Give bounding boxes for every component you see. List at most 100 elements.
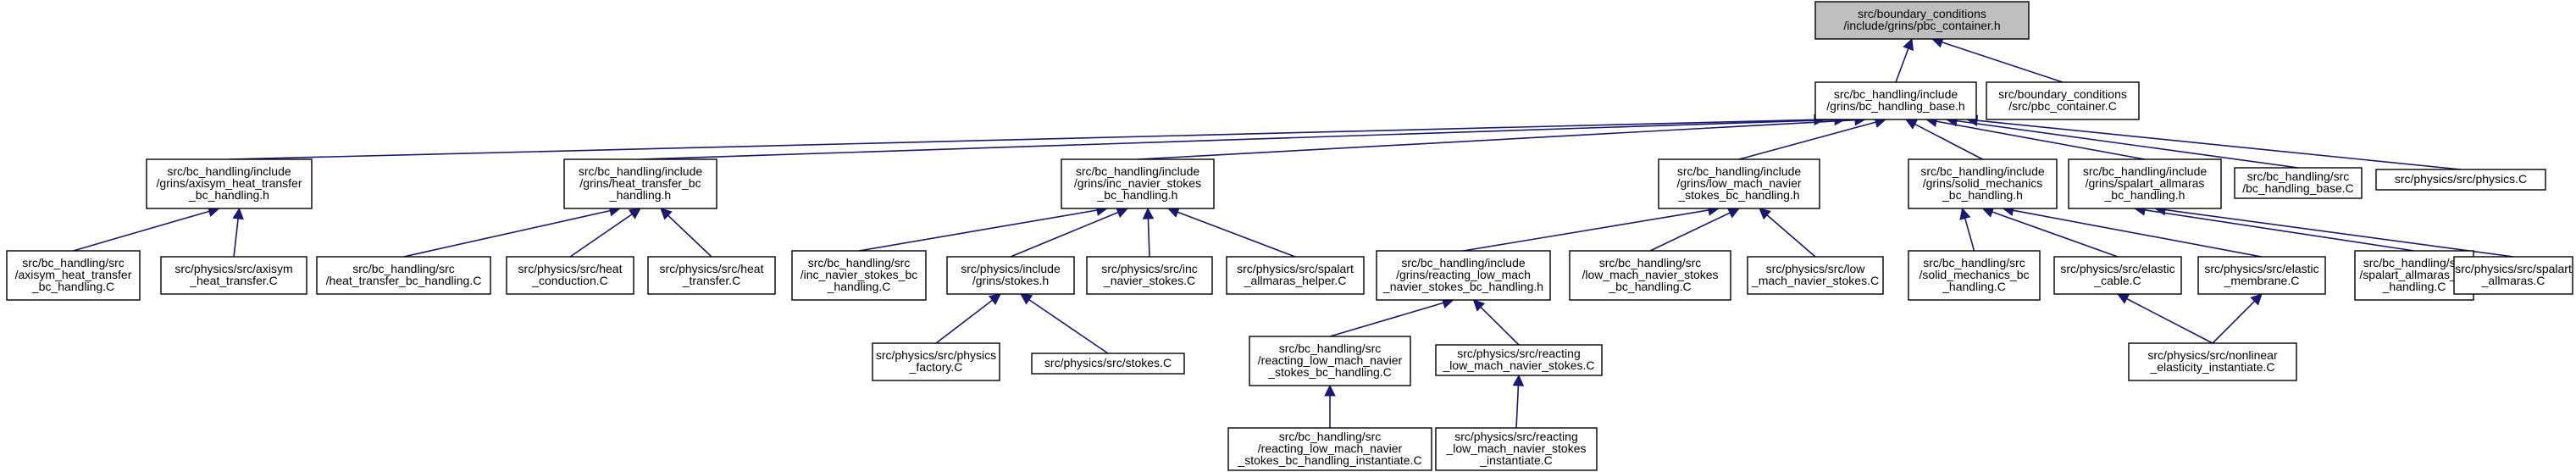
node-label-line: src/bc_handling/include xyxy=(1401,256,1526,269)
node-box[interactable] xyxy=(2068,158,2222,209)
node-axisym-heat-transfer-C[interactable]: src/physics/src/axisym_heat_transfer.C xyxy=(160,256,307,295)
edge-line xyxy=(668,214,712,258)
node-heat-transfer-C[interactable]: src/physics/src/heat_transfer.C xyxy=(647,256,776,295)
node-box[interactable] xyxy=(1435,427,1598,471)
node-elastic-membrane-C[interactable]: src/physics/src/elastic_membrane.C xyxy=(2197,256,2326,295)
node-box[interactable] xyxy=(2053,256,2182,295)
edge-nonlinear_elasticity_instantiate_C-to-elastic_membrane_C xyxy=(2212,293,2263,344)
edge-solid_mechanics_bc_handling_C-to-solid_mechanics_bc_handling_h xyxy=(1959,207,1975,252)
node-box[interactable] xyxy=(1086,256,1213,295)
node-box[interactable] xyxy=(1227,427,1432,471)
node-bc-handling-base-h[interactable]: src/bc_handling/include/grins/bc_handlin… xyxy=(1814,81,1977,120)
node-box[interactable] xyxy=(791,250,927,301)
edge-pbc_container_C-to-pbc_container_h xyxy=(1931,36,2064,83)
edge-line xyxy=(1329,302,1444,337)
node-solid-mechanics-bc-handling-h[interactable]: src/bc_handling/include/grins/solid_mech… xyxy=(1908,158,2058,209)
node-inc-navier-stokes-C[interactable]: src/physics/src/inc_navier_stokes.C xyxy=(1086,256,1213,295)
node-box[interactable] xyxy=(160,256,307,295)
node-box[interactable] xyxy=(506,256,634,295)
node-box[interactable] xyxy=(1986,81,2140,120)
node-solid-mechanics-bc-handling-C[interactable]: src/bc_handling/src/solid_mechanics_bc_h… xyxy=(1908,250,2041,301)
node-physics-C[interactable]: src/physics/src/physics.C xyxy=(2375,169,2546,191)
node-heat-conduction-C[interactable]: src/physics/src/heat_conduction.C xyxy=(506,256,634,295)
edge-line xyxy=(2164,208,2514,258)
node-box[interactable] xyxy=(946,256,1075,295)
node-box[interactable] xyxy=(1061,158,1215,209)
node-label-line: src/physics/src/reacting xyxy=(1457,347,1580,360)
node-label-line: /reacting_low_mach_navier xyxy=(1258,441,1403,455)
node-box[interactable] xyxy=(1908,158,2058,209)
node-label-line: /grins/heat_transfer_bc xyxy=(579,176,701,190)
node-label-line: _instantiate.C xyxy=(1479,453,1553,467)
node-reacting-low-mach-navier-stokes-bc-handling-C[interactable]: src/bc_handling/src/reacting_low_mach_na… xyxy=(1249,336,1411,386)
node-label-line: src/physics/src/physics.C xyxy=(2395,172,2527,186)
node-box[interactable] xyxy=(1908,250,2041,301)
node-inc-navier-stokes-bc-handling-h[interactable]: src/bc_handling/include/grins/inc_navier… xyxy=(1061,158,1215,209)
node-inc-navier-stokes-bc-handling-C[interactable]: src/bc_handling/src/inc_navier_stokes_bc… xyxy=(791,250,927,301)
edge-low_mach_navier_stokes_bc_handling_h-to-bc_handling_base_h xyxy=(1738,116,1887,160)
node-label-line: _allmaras.C xyxy=(2481,274,2546,287)
node-heat-transfer-bc-handling-C[interactable]: src/bc_handling/src/heat_transfer_bc_han… xyxy=(316,256,491,295)
node-elastic-cable-C[interactable]: src/physics/src/elastic_cable.C xyxy=(2053,256,2182,295)
node-reacting-low-mach-navier-stokes-bc-handling-h[interactable]: src/bc_handling/include/grins/reacting_l… xyxy=(1376,250,1551,301)
node-box[interactable] xyxy=(1569,250,1731,301)
node-box[interactable] xyxy=(2197,256,2326,295)
node-label-line: src/physics/src/elastic xyxy=(2060,262,2174,275)
node-box[interactable] xyxy=(2453,256,2573,295)
node-label-line: src/physics/src/inc xyxy=(1101,262,1198,275)
node-stokes-h[interactable]: src/physics/include/grins/stokes.h xyxy=(946,256,1075,295)
node-nonlinear-elasticity-instantiate-C[interactable]: src/physics/src/nonlinear_elasticity_ins… xyxy=(2128,342,2297,381)
node-box[interactable] xyxy=(6,250,141,301)
node-label-line: src/physics/src/elastic xyxy=(2204,262,2318,275)
node-axisym-heat-transfer-bc-handling-C[interactable]: src/bc_handling/src/axisym_heat_transfer… xyxy=(6,250,141,301)
node-low-mach-navier-stokes-bc-handling-C[interactable]: src/bc_handling/src/low_mach_navier_stok… xyxy=(1569,250,1731,301)
node-pbc-container-C[interactable]: src/boundary_conditions/src/pbc_containe… xyxy=(1986,81,2140,120)
node-physics-factory-C[interactable]: src/physics/src/physics_factory.C xyxy=(872,342,1000,381)
node-reacting-low-mach-navier-stokes-C[interactable]: src/physics/src/reacting_low_mach_navier… xyxy=(1435,344,1603,376)
node-bc-handling-base-C[interactable]: src/bc_handling/src/bc_handling_base.C xyxy=(2234,167,2363,199)
node-low-mach-navier-stokes-bc-handling-h[interactable]: src/bc_handling/include/grins/low_mach_n… xyxy=(1658,158,1820,209)
node-label-line: src/physics/src/reacting xyxy=(1454,430,1577,443)
edge-heat_transfer_C-to-heat_transfer_bc_handling_h xyxy=(660,208,712,258)
node-spalart-allmaras-helper-C[interactable]: src/physics/src/spalart_allmaras_helper.… xyxy=(1226,256,1365,295)
node-box[interactable] xyxy=(146,158,313,209)
node-box[interactable] xyxy=(1226,256,1365,295)
node-label-line: /grins/solid_mechanics xyxy=(1923,176,2043,190)
node-box[interactable] xyxy=(1249,336,1411,386)
node-box[interactable] xyxy=(1814,1,2030,40)
node-pbc-container-h[interactable]: src/boundary_conditions/include/grins/pb… xyxy=(1814,1,2030,40)
node-box[interactable] xyxy=(1376,250,1551,301)
node-label-line: /grins/low_mach_navier xyxy=(1676,176,1801,190)
edge-stokes_C-to-stokes_h xyxy=(1020,293,1109,354)
node-box[interactable] xyxy=(2375,169,2546,191)
node-label-line: src/physics/src/low xyxy=(1766,262,1866,275)
node-box[interactable] xyxy=(1435,344,1603,376)
node-label-line: src/physics/src/spalart xyxy=(1237,262,1354,275)
node-stokes-C[interactable]: src/physics/src/stokes.C xyxy=(1031,353,1185,375)
node-box[interactable] xyxy=(563,158,717,209)
node-label-line: _handling.h xyxy=(609,188,671,202)
node-reacting-low-mach-navier-stokes-instantiate-C[interactable]: src/physics/src/reacting_low_mach_navier… xyxy=(1435,427,1598,471)
node-box[interactable] xyxy=(1814,81,1977,120)
edge-line xyxy=(1976,119,2462,170)
node-label-line: src/bc_handling/include xyxy=(1920,164,2045,178)
node-spalart-allmaras-bc-handling-h[interactable]: src/bc_handling/include/grins/spalart_al… xyxy=(2068,158,2222,209)
node-box[interactable] xyxy=(1658,158,1820,209)
node-box[interactable] xyxy=(647,256,776,295)
node-low-mach-navier-stokes-C[interactable]: src/physics/src/low_mach_navier_stokes.C xyxy=(1747,256,1884,295)
node-heat-transfer-bc-handling-h[interactable]: src/bc_handling/include/grins/heat_trans… xyxy=(563,158,717,209)
node-box[interactable] xyxy=(1031,353,1185,375)
node-axisym-heat-transfer-bc-handling-h[interactable]: src/bc_handling/include/grins/axisym_hea… xyxy=(146,158,313,209)
node-box[interactable] xyxy=(872,342,1000,381)
node-reacting-low-mach-navier-stokes-bc-handling-instantiate-C[interactable]: src/bc_handling/src/reacting_low_mach_na… xyxy=(1227,427,1432,471)
node-box[interactable] xyxy=(2128,342,2297,381)
node-label-line: /grins/bc_handling_base.h xyxy=(1826,99,1964,113)
node-box[interactable] xyxy=(1747,256,1884,295)
node-label-line: src/bc_handling/src xyxy=(352,262,455,275)
edge-heat_transfer_bc_handling_C-to-heat_transfer_bc_handling_h xyxy=(403,205,622,258)
node-spalart-allmaras-C[interactable]: src/physics/src/spalart_allmaras.C xyxy=(2453,256,2573,295)
node-box[interactable] xyxy=(2234,167,2363,199)
node-label-line: src/bc_handling/src xyxy=(1599,256,1702,269)
node-box[interactable] xyxy=(316,256,491,295)
node-label-line: _handling.C xyxy=(2382,280,2446,293)
